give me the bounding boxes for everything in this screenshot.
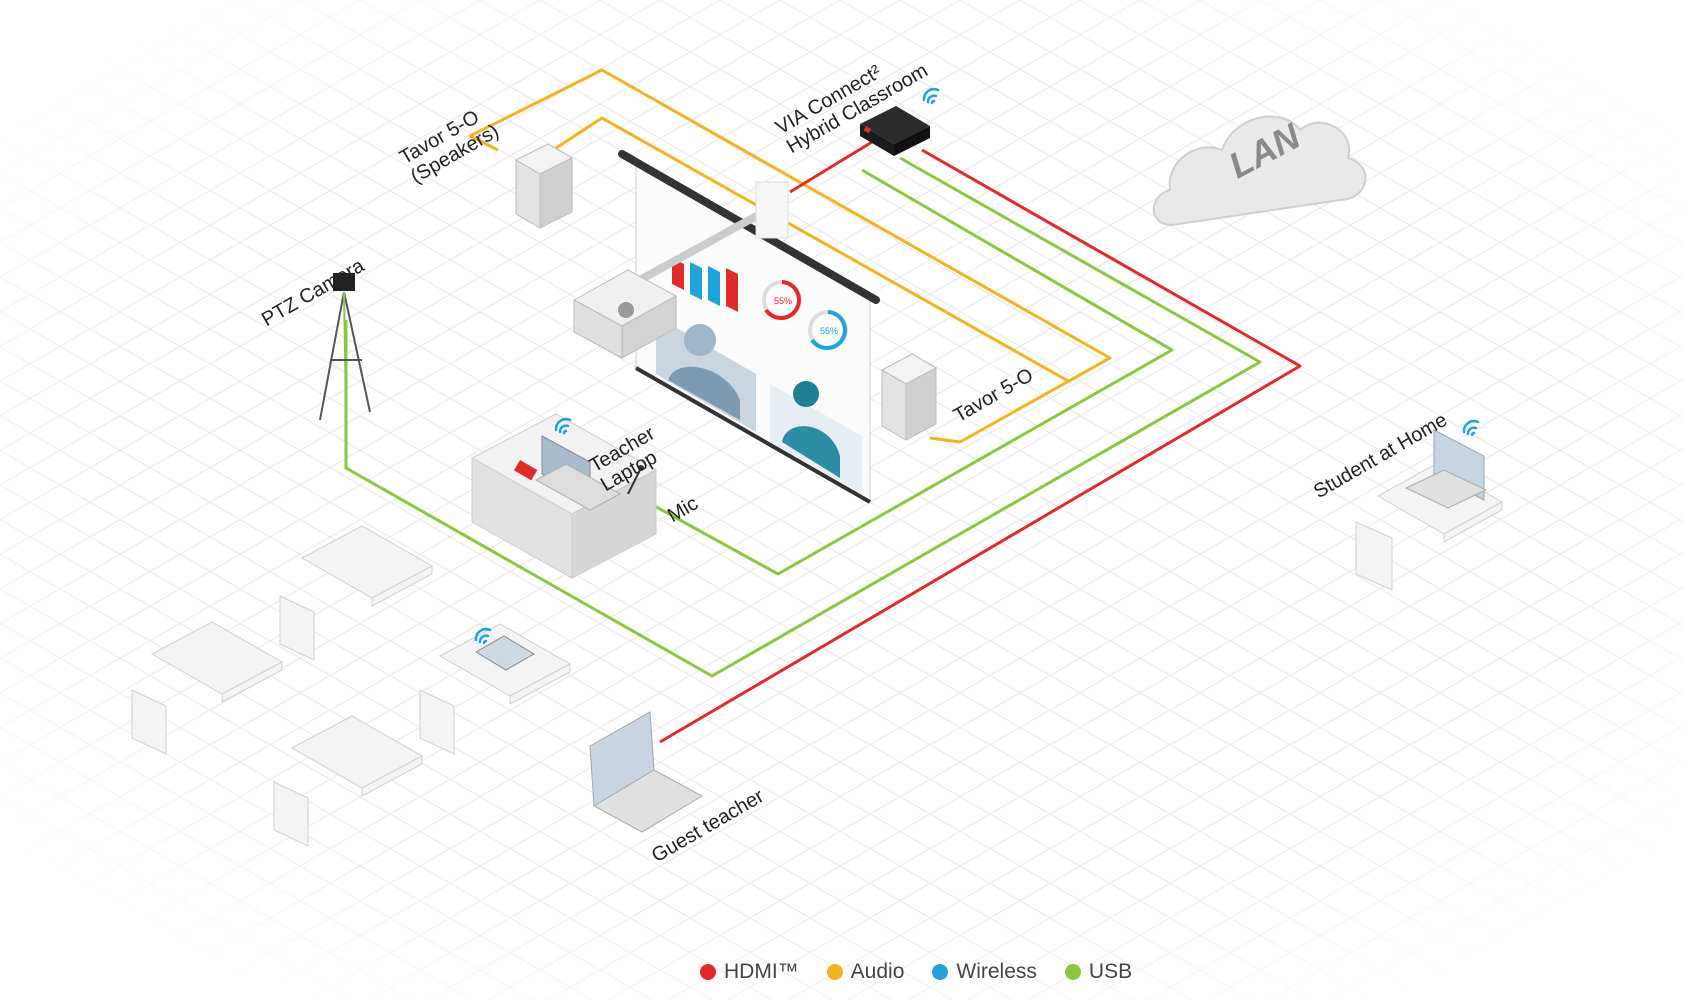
via-connect-device: [860, 106, 930, 156]
audio-cable-speakers-inner: [555, 116, 1071, 384]
teacher-lectern: [470, 413, 658, 579]
legend-label-wireless: Wireless: [956, 960, 1037, 983]
wifi-icon-student-home: [1462, 419, 1480, 437]
wifi-icon-tablet: [474, 627, 492, 645]
legend-label-usb: USB: [1088, 960, 1133, 983]
screen-gauges: [762, 280, 848, 350]
audio-cable-speakers: [468, 68, 1112, 444]
red-dot-icon: [700, 964, 716, 980]
usb-cable-mic: [639, 168, 1174, 576]
ptz-camera: [319, 273, 371, 421]
blue-dot-icon: [932, 964, 949, 980]
legend-item-hdmi: HDMI™: [700, 960, 799, 984]
legend-label-hdmi: HDMI™: [724, 960, 799, 983]
green-dot-icon: [1064, 964, 1081, 980]
legend: HDMI™ Audio Wireless USB: [700, 957, 1132, 987]
hdmi-cable-guest: [659, 148, 1302, 744]
gauge-1-text: 55%: [774, 296, 792, 306]
legend-item-wireless: Wireless: [932, 960, 1037, 984]
wifi-icon-via: [922, 87, 940, 105]
student-home-setup: [1355, 429, 1504, 591]
projector: [572, 181, 789, 359]
screen-bar-chart: [672, 258, 738, 312]
tavor-speaker-left: [514, 143, 574, 229]
guest-teacher-laptop: [589, 711, 704, 833]
yellow-dot-icon: [826, 964, 843, 980]
legend-label-audio: Audio: [850, 960, 905, 983]
screen-participants: [656, 316, 862, 494]
hdmi-cable-projector: [789, 140, 873, 194]
student-desks: [131, 525, 572, 847]
legend-item-audio: Audio: [826, 960, 905, 984]
wifi-icon-teacher-laptop: [554, 417, 572, 435]
lan-cloud: [1152, 115, 1367, 227]
gauge-2-text: 55%: [820, 326, 838, 336]
tablet: [475, 635, 535, 671]
legend-item-usb: USB: [1064, 960, 1133, 984]
usb-cable-camera: [344, 156, 1262, 678]
tavor-speaker-right: [880, 353, 938, 441]
